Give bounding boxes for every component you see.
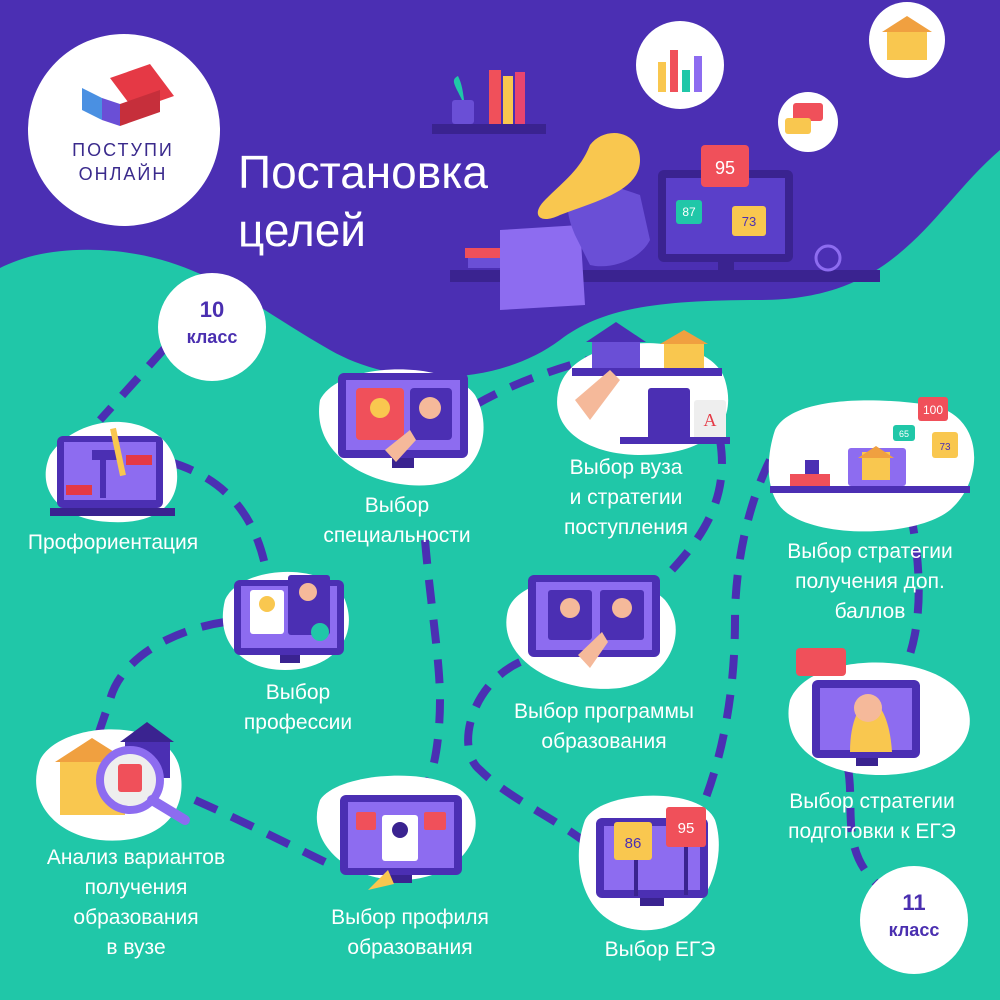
- start-grade-badge: 10 класс: [158, 273, 266, 381]
- step-exam-prep: Выбор стратегии подготовки к ЕГЭ: [788, 790, 956, 843]
- start-grade-number: 10: [199, 297, 225, 322]
- score-board-left: 65: [899, 429, 909, 439]
- step-proforientation: Профориентация: [27, 531, 199, 554]
- start-grade-word: класс: [186, 327, 238, 347]
- laptop-illustration: [50, 427, 175, 516]
- score-labels: 95 87 73 100 65 73 86 95: [625, 158, 951, 852]
- step-extra-points: Выбор стратегии получения доп. баллов: [787, 540, 953, 623]
- end-grade-word: класс: [888, 920, 940, 940]
- program-illustration: [528, 575, 660, 668]
- score-board-top: 100: [923, 403, 943, 417]
- page-title: Постановка целей: [238, 146, 488, 256]
- step-profession: Выбор профессии: [243, 681, 353, 734]
- end-grade-badge: 11 класс: [860, 866, 968, 974]
- specialty-illustration: [338, 373, 468, 468]
- end-grade-number: 11: [902, 890, 926, 915]
- logo-circle: [28, 34, 220, 226]
- svg-text:A: A: [704, 410, 717, 430]
- step-specialty: Выбор специальности: [323, 494, 471, 547]
- analysis-illustration: [55, 722, 190, 825]
- step-profile: Выбор профиля образования: [331, 906, 489, 959]
- university-illustration: A: [572, 322, 730, 444]
- prep-illustration: [796, 648, 920, 766]
- profile-illustration: [340, 795, 462, 890]
- score-monitor-right: 73: [742, 214, 756, 229]
- logo-mark: [82, 64, 174, 126]
- score-board-right: 73: [939, 442, 951, 453]
- score-exam-left: 86: [625, 835, 642, 852]
- step-university: Выбор вуза и стратегии поступления: [564, 456, 688, 539]
- step-exam-choice: Выбор ЕГЭ: [604, 938, 716, 961]
- profession-illustration: [234, 575, 344, 663]
- extra-points-illustration: [770, 397, 970, 493]
- step-analysis: Анализ вариантов получения образования в…: [46, 846, 226, 959]
- score-exam-right: 95: [678, 820, 695, 837]
- score-monitor-left: 87: [682, 205, 696, 219]
- score-monitor-top: 95: [715, 158, 735, 178]
- logo-text: ПОСТУПИ ОНЛАЙН: [72, 140, 174, 184]
- path-route: [94, 345, 923, 888]
- exam-illustration: [596, 807, 708, 906]
- header-illustration: [432, 2, 945, 310]
- header-wave: [0, 0, 1000, 378]
- step-program: Выбор программы образования: [513, 700, 695, 753]
